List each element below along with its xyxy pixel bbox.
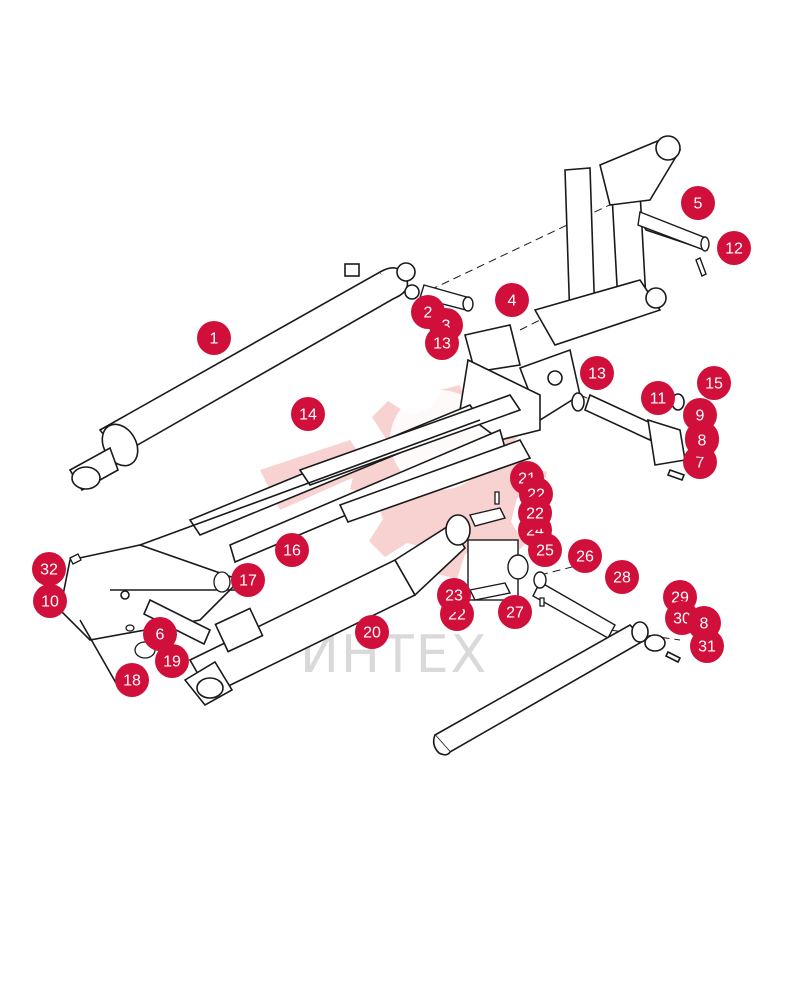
- hydraulic-cylinder-part: [68, 262, 420, 492]
- callout-badge: [291, 397, 325, 431]
- callout-number: 22: [526, 506, 544, 523]
- long-bar-part: [432, 621, 682, 756]
- callout-badge: [155, 644, 189, 678]
- callout-number: 26: [576, 549, 594, 566]
- callout-number: 6: [156, 627, 165, 644]
- callout-badge: [717, 231, 751, 265]
- callout-badge: [32, 552, 66, 586]
- callout-number: 31: [698, 639, 716, 656]
- callout-15: 15: [697, 366, 731, 400]
- callout-badge: [437, 578, 471, 612]
- callout-badge: [115, 663, 149, 697]
- callout-number: 8: [698, 433, 707, 450]
- callout-25: 25: [528, 533, 562, 567]
- callout-layer: 1234567891011121313141516171819202122222…: [32, 186, 751, 697]
- callout-number: 28: [613, 570, 631, 587]
- callout-number: 11: [650, 391, 667, 408]
- callout-28: 28: [605, 560, 639, 594]
- callout-23: 23: [437, 578, 471, 612]
- callout-number: 32: [40, 562, 58, 579]
- callout-number: 12: [725, 241, 743, 258]
- callout-badge: [33, 584, 67, 618]
- callout-badge: [580, 356, 614, 390]
- callout-badge: [697, 366, 731, 400]
- block-parts: [467, 507, 616, 639]
- callout-badge: [498, 595, 532, 629]
- pin-parts: [419, 211, 710, 312]
- callout-10: 10: [33, 584, 67, 618]
- callout-5: 5: [681, 186, 715, 220]
- callout-badge: [143, 617, 177, 651]
- callout-27: 27: [498, 595, 532, 629]
- callout-badge: [197, 321, 231, 355]
- callout-badge: [425, 326, 459, 360]
- callout-number: 5: [694, 196, 703, 213]
- callout-number: 13: [433, 336, 451, 353]
- callout-number: 3: [442, 318, 451, 335]
- callout-19: 19: [155, 644, 189, 678]
- callout-number: 18: [123, 673, 141, 690]
- callout-badge: [518, 496, 552, 530]
- callout-number: 27: [506, 605, 524, 622]
- callout-badge: [685, 423, 719, 457]
- callout-9: 9: [683, 398, 717, 432]
- callout-badge: [681, 186, 715, 220]
- callout-26: 26: [568, 539, 602, 573]
- callout-number: 13: [588, 366, 606, 383]
- callout-6: 6: [143, 617, 177, 651]
- callout-badge: [528, 533, 562, 567]
- callout-badge: [690, 629, 724, 663]
- lower-cylinder-part: [183, 514, 471, 707]
- callout-number: 7: [696, 455, 705, 472]
- callout-number: 2: [424, 305, 433, 322]
- callout-12: 12: [717, 231, 751, 265]
- callout-14: 14: [291, 397, 325, 431]
- callout-number: 23: [445, 588, 463, 605]
- callout-31: 31: [690, 629, 724, 663]
- callout-16: 16: [275, 533, 309, 567]
- callout-number: 20: [363, 625, 381, 642]
- callout-badge: [605, 560, 639, 594]
- callout-badge: [275, 533, 309, 567]
- callout-17: 17: [231, 563, 265, 597]
- upper-frame-part: [533, 135, 708, 346]
- callout-badge: [355, 615, 389, 649]
- callout-number: 19: [163, 654, 181, 671]
- callout-number: 14: [299, 407, 317, 424]
- callout-badge: [231, 563, 265, 597]
- callout-8: 8: [685, 423, 719, 457]
- callout-number: 25: [536, 543, 554, 560]
- boom-frame-part: [188, 324, 581, 564]
- callout-13: 13: [580, 356, 614, 390]
- callout-18: 18: [115, 663, 149, 697]
- callout-13: 13: [425, 326, 459, 360]
- callout-number: 9: [696, 408, 705, 425]
- callout-22: 22: [518, 496, 552, 530]
- callout-1: 1: [197, 321, 231, 355]
- callout-badge: [641, 381, 675, 415]
- callout-32: 32: [32, 552, 66, 586]
- callout-number: 30: [673, 611, 691, 628]
- callout-11: 11: [641, 381, 675, 415]
- callout-number: 8: [700, 616, 709, 633]
- callout-number: 4: [508, 293, 517, 310]
- callout-number: 17: [239, 573, 257, 590]
- callout-4: 4: [495, 283, 529, 317]
- callout-badge: [568, 539, 602, 573]
- callout-badge: [683, 398, 717, 432]
- callout-20: 20: [355, 615, 389, 649]
- callout-number: 16: [283, 543, 301, 560]
- callout-badge: [495, 283, 529, 317]
- callout-number: 1: [210, 331, 219, 348]
- callout-number: 10: [41, 594, 59, 611]
- callout-number: 15: [705, 376, 723, 393]
